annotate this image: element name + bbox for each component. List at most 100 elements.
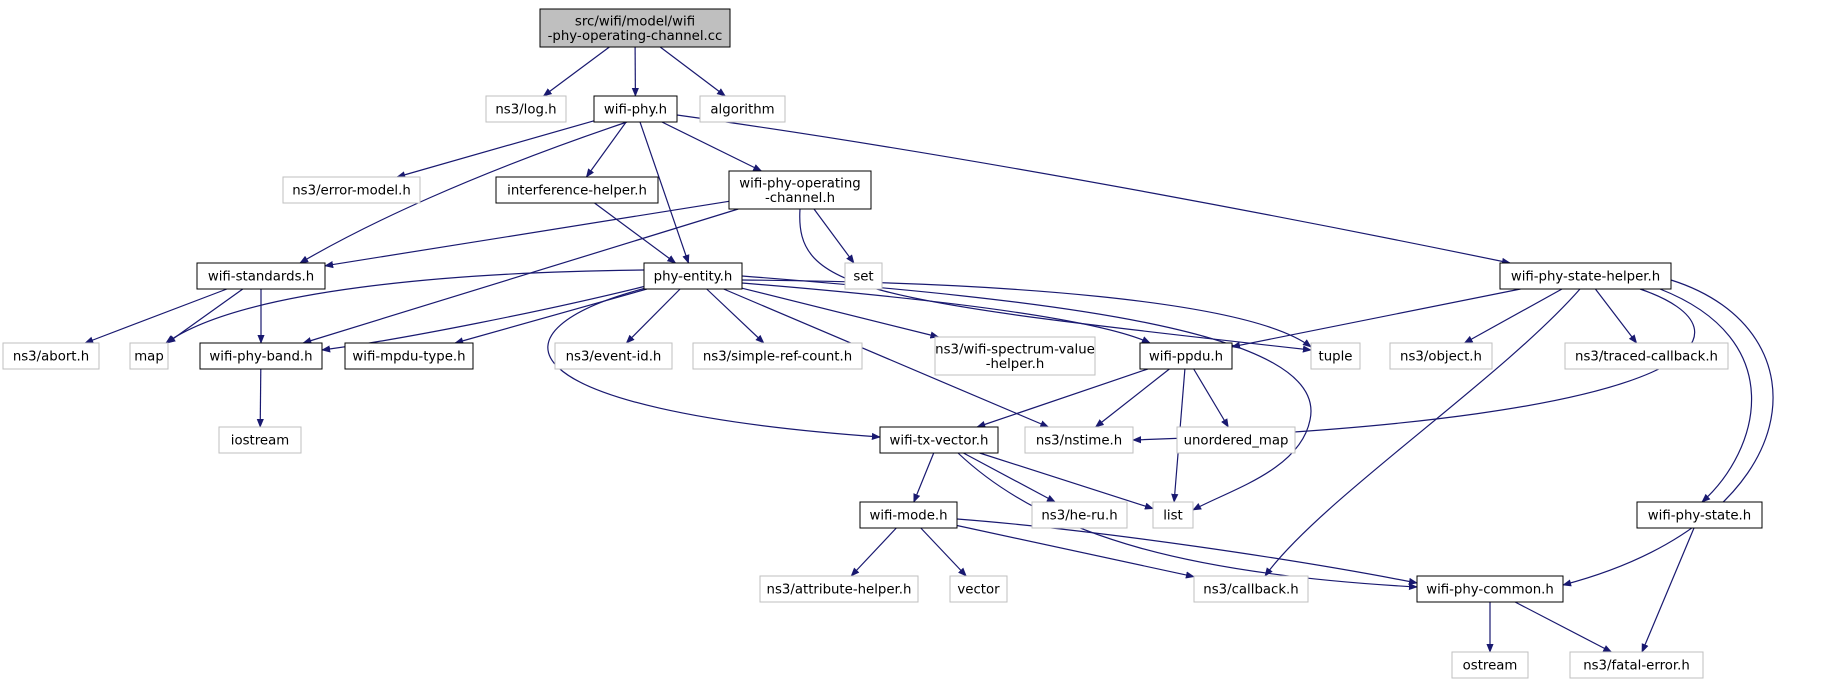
node-box-fatal [1569,651,1704,679]
node-box-abort [2,342,100,370]
node-box-unordered [1176,426,1296,454]
node-box-eventid [554,342,673,370]
node-label-ppdu: wifi-ppdu.h [1149,350,1223,365]
node-mpdutype[interactable]: wifi-mpdu-type.h [344,342,474,370]
node-label-tuple: tuple [1319,350,1353,365]
node-box-ostream [1451,651,1529,679]
node-standards[interactable]: wifi-standards.h [196,262,326,290]
node-traced: ns3/traced-callback.h [1564,342,1729,370]
edge-mode-to-callback [956,524,1195,579]
edge-statehelper-to-phystate [1659,288,1753,503]
node-label-ostream: ostream [1463,659,1518,674]
node-list: list [1152,501,1194,529]
node-box-algorithm [699,95,786,123]
node-ostream: ostream [1451,651,1529,679]
edge-root-to-log [542,46,610,97]
node-label-eventid: ns3/event-id.h [566,350,662,365]
node-box-mode [859,501,958,529]
node-label-errmodel: ns3/error-model.h [292,184,411,199]
edge-phyentity-to-ppdu [741,282,1151,344]
node-txvector[interactable]: wifi-tx-vector.h [879,426,999,454]
node-box-vector [949,575,1008,603]
node-statehelper[interactable]: wifi-phy-state-helper.h [1499,262,1672,290]
edge-phy-to-phyentity [639,121,690,264]
node-box-spectrum [934,336,1096,376]
node-ppdu[interactable]: wifi-ppdu.h [1139,342,1233,370]
node-label-traced: ns3/traced-callback.h [1575,350,1718,365]
node-tuple: tuple [1310,342,1361,370]
edge-ppdu-to-unordered [1193,368,1229,428]
node-label-iostream: iostream [231,434,289,449]
node-box-callback [1193,575,1309,603]
node-label-standards: wifi-standards.h [208,270,314,285]
node-common[interactable]: wifi-phy-common.h [1416,575,1564,603]
edge-standards-to-abort [84,288,228,344]
edge-statehelper-to-nstime [1132,288,1696,444]
node-label-mpdutype: wifi-mpdu-type.h [352,350,465,365]
edge-mode-to-vector [920,527,967,577]
node-box-phyentity [643,262,743,290]
node-box-statehelper [1499,262,1672,290]
edges-layer [84,46,1774,653]
edge-phyentity-to-nstime [723,288,1050,428]
edge-txvector-to-heru [963,452,1056,503]
node-heru: ns3/he-ru.h [1031,501,1128,529]
edge-mode-to-attrhelper [850,527,897,577]
edge-opchan-to-set [813,208,855,264]
edge-phyentity-to-spectrum [741,287,940,339]
edge-opchan-to-standards [324,200,730,269]
node-map: map [129,342,169,370]
edge-phyentity-to-mpdutype [454,288,648,345]
edge-phy-to-errmodel [396,120,595,179]
node-label-phyentity: phy-entity.h [654,270,733,285]
node-phy[interactable]: wifi-phy.h [593,95,678,123]
edge-band-to-iostream [256,368,264,428]
node-box-map [129,342,169,370]
node-opchan[interactable]: wifi-phy-operating-channel.h [728,170,872,210]
node-phystate[interactable]: wifi-phy-state.h [1636,501,1763,529]
edge-opchan-to-band [302,208,739,345]
edge-ppdu-to-nstime [1094,368,1170,428]
edge-phyentity-to-band [321,284,651,353]
node-label-abort: ns3/abort.h [13,350,89,365]
node-root[interactable]: src/wifi/model/wifi-phy-operating-channe… [539,8,731,48]
node-box-list [1152,501,1194,529]
edge-phyentity-to-list [741,275,1312,511]
node-log: ns3/log.h [485,95,567,123]
node-label-opchan-1: wifi-phy-operating [739,176,860,191]
node-label-heru: ns3/he-ru.h [1041,509,1117,524]
node-label-spectrum-1: ns3/wifi-spectrum-value [935,342,1095,357]
edge-mode-to-common [956,518,1418,585]
edge-phystate-to-fatal [1641,527,1695,653]
node-label-simpleref: ns3/simple-ref-count.h [703,350,852,365]
node-box-opchan [728,170,872,210]
node-label-txvector: wifi-tx-vector.h [890,434,989,449]
node-simpleref: ns3/simple-ref-count.h [692,342,863,370]
node-label-spectrum-2: -helper.h [986,357,1045,372]
node-label-interf: interference-helper.h [507,184,647,199]
edge-txvector-to-common [957,452,1418,591]
node-box-attrhelper [759,575,919,603]
edge-opchan-to-tuple [799,208,1312,353]
node-label-phystate: wifi-phy-state.h [1648,509,1751,524]
node-fatal: ns3/fatal-error.h [1569,651,1704,679]
node-label-fatal: ns3/fatal-error.h [1583,659,1690,674]
node-box-set [844,262,883,290]
node-label-attrhelper: ns3/attribute-helper.h [767,583,912,598]
node-object: ns3/object.h [1389,342,1493,370]
node-mode[interactable]: wifi-mode.h [859,501,958,529]
node-set: set [844,262,883,290]
nodes-layer: src/wifi/model/wifi-phy-operating-channe… [2,8,1763,679]
node-phyentity[interactable]: phy-entity.h [643,262,743,290]
node-box-heru [1031,501,1128,529]
node-label-algorithm: algorithm [710,103,774,118]
node-band[interactable]: wifi-phy-band.h [199,342,323,370]
node-label-mode: wifi-mode.h [869,509,947,524]
node-box-standards [196,262,326,290]
node-label-opchan-2: -channel.h [765,191,835,206]
node-errmodel: ns3/error-model.h [282,176,421,204]
node-box-band [199,342,323,370]
node-box-iostream [218,426,302,454]
node-interf[interactable]: interference-helper.h [495,176,659,204]
node-label-root-1: src/wifi/model/wifi [575,14,695,29]
